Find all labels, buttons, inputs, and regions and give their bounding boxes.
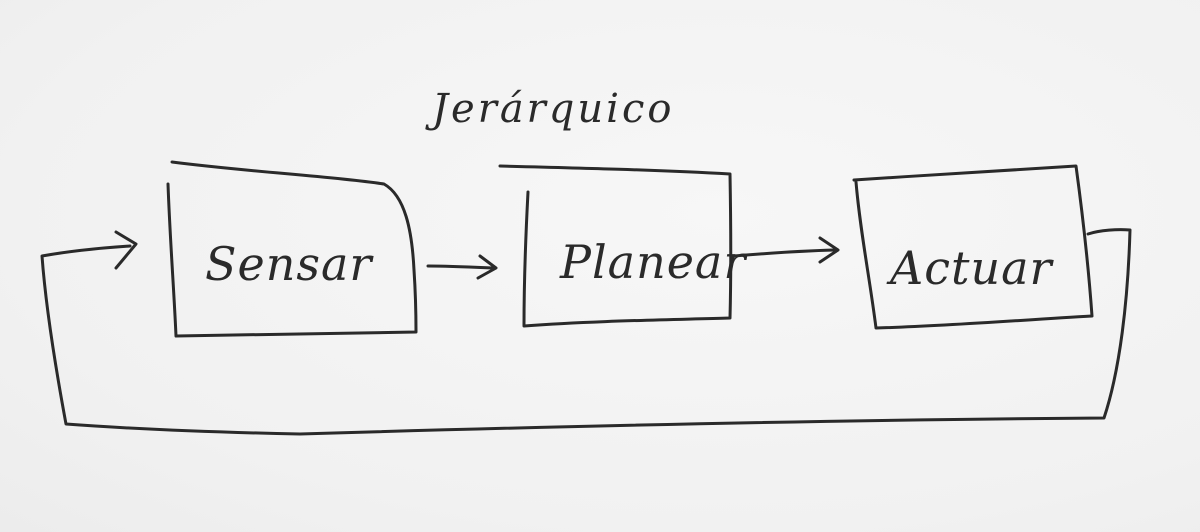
node-actuar-label: Actuar (886, 241, 1055, 295)
node-actuar-box (852, 164, 1094, 330)
node-sensar-label: Sensar (205, 237, 374, 291)
node-planear: Planear (498, 164, 748, 328)
node-planear-box (498, 164, 733, 328)
node-sensar-box (166, 160, 418, 338)
node-actuar: Actuar (852, 164, 1094, 330)
edge-actuar-to-sensar-loop (40, 228, 1132, 436)
node-planear-label: Planear (559, 235, 748, 289)
edge-planear-to-actuar (732, 236, 840, 264)
diagram-title: Jerárquico (425, 86, 674, 132)
edge-sensar-to-planear (426, 254, 498, 280)
node-sensar: Sensar (166, 160, 418, 338)
